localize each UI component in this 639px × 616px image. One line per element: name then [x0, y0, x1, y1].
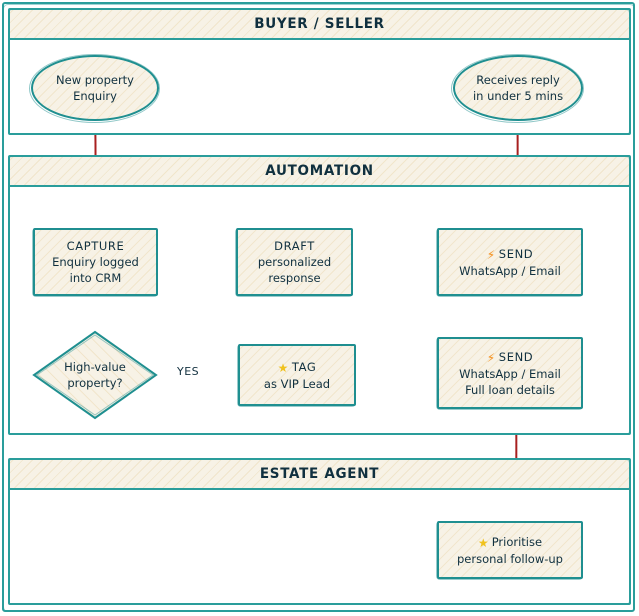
lane-header-automation: AUTOMATION [10, 157, 629, 187]
lane-header-estate-agent: ESTATE AGENT [10, 460, 629, 490]
node-tag-heading-row: ★TAG [278, 359, 317, 376]
node-decision-high-value[interactable]: High-value property? [31, 329, 159, 421]
node-send-1-heading: SEND [498, 246, 534, 261]
node-capture-line-1: Enquiry logged [52, 255, 139, 269]
node-new-enquiry[interactable]: New property Enquiry [29, 54, 160, 123]
node-decision-label: High-value property? [64, 359, 126, 391]
node-capture-heading: CAPTURE [66, 239, 125, 253]
lane-header-buyer-seller: BUYER / SELLER [10, 10, 629, 40]
node-receives-reply[interactable]: Receives reply in under 5 mins [451, 54, 584, 123]
node-decision-line-2: property? [67, 376, 123, 390]
node-tag-vip-lead[interactable]: ★TAG as VIP Lead [237, 344, 356, 407]
node-prioritise-heading: Prioritise [491, 534, 543, 549]
node-draft-line-1: personalized [257, 255, 332, 269]
node-draft-line-2: response [268, 271, 321, 285]
node-tag-line-1: as VIP Lead [263, 376, 331, 391]
star-icon: ★ [277, 360, 289, 375]
node-draft-heading: DRAFT [274, 239, 315, 253]
node-send-1-heading-row: ⚡SEND [487, 246, 533, 263]
node-decision-line-1: High-value [64, 360, 126, 374]
node-send-whatsapp-email[interactable]: ⚡SEND WhatsApp / Email [436, 228, 583, 297]
node-receives-reply-line-2: in under 5 mins [472, 89, 564, 103]
node-receives-reply-line-1: Receives reply [476, 73, 560, 87]
node-tag-heading: TAG [291, 359, 317, 374]
node-send-2-heading: SEND [498, 349, 534, 364]
lane-title-automation: AUTOMATION [265, 162, 374, 180]
node-capture[interactable]: CAPTURE Enquiry logged into CRM [32, 228, 158, 297]
bolt-icon: ⚡ [486, 350, 496, 365]
diamond-shape [32, 330, 158, 420]
star-icon: ★ [477, 535, 489, 550]
node-send-2-heading-row: ⚡SEND [487, 349, 533, 366]
node-capture-line-2: into CRM [69, 271, 122, 285]
node-prioritise-line-1: personal follow-up [457, 551, 563, 566]
node-draft[interactable]: DRAFT personalized response [235, 228, 353, 297]
lane-title-estate-agent: ESTATE AGENT [259, 465, 380, 483]
node-send-2-line-1: WhatsApp / Email [459, 366, 561, 381]
bolt-icon: ⚡ [486, 247, 496, 262]
node-send-1-line-1: WhatsApp / Email [459, 263, 561, 278]
node-prioritise-follow-up[interactable]: ★Prioritise personal follow-up [436, 521, 583, 580]
node-new-enquiry-line-1: New property [56, 73, 134, 87]
node-prioritise-heading-row: ★Prioritise [478, 534, 542, 551]
lane-title-buyer-seller: BUYER / SELLER [254, 15, 385, 33]
lane-estate-agent: ESTATE AGENT [8, 458, 631, 605]
node-send-2-line-2: Full loan details [465, 382, 555, 397]
node-send-full-loan-details[interactable]: ⚡SEND WhatsApp / Email Full loan details [436, 337, 583, 410]
edge-label-yes: YES [177, 365, 200, 378]
node-new-enquiry-line-2: Enquiry [73, 89, 117, 103]
